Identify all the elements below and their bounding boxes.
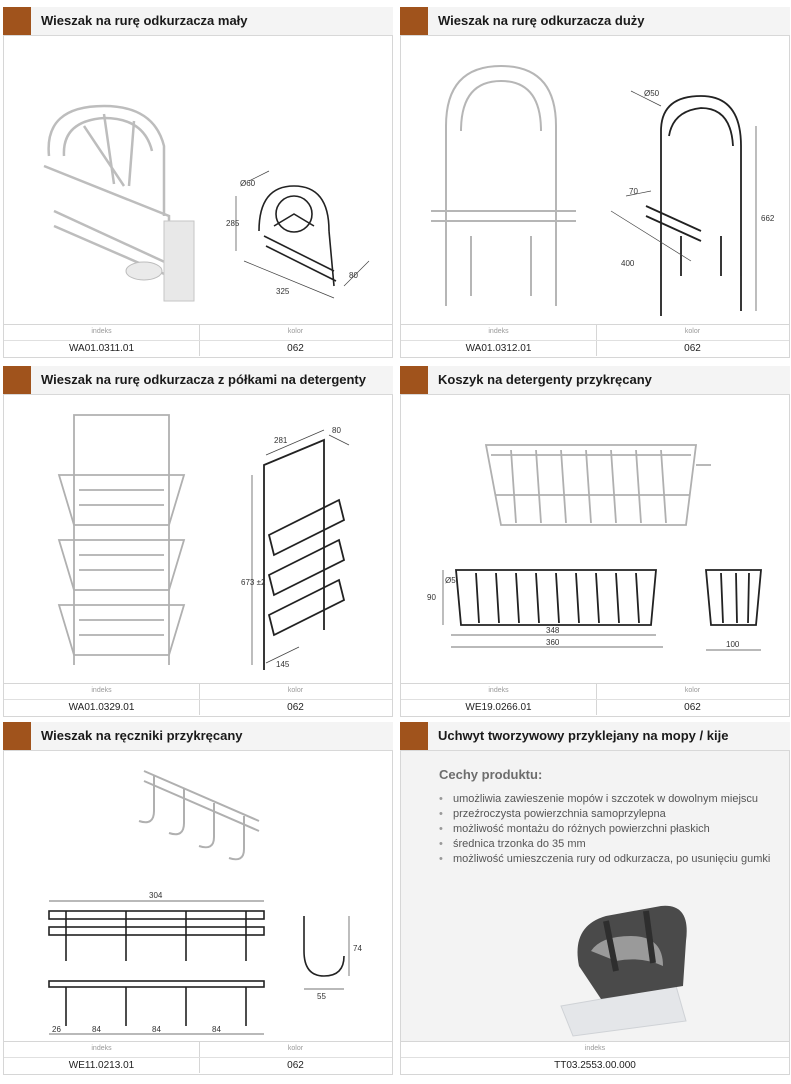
dim-label: Ø60 bbox=[240, 179, 256, 188]
accent-tag bbox=[400, 366, 428, 394]
dim-label: 90 bbox=[427, 593, 436, 602]
dim-label: 673 ±2 bbox=[241, 578, 266, 587]
dim-label: 70 bbox=[629, 187, 638, 196]
product-card-mop-holder: Uchwyt tworzywowy przyklejany na mopy / … bbox=[400, 722, 790, 1075]
dim-label: 400 bbox=[621, 259, 635, 268]
color-value: 062 bbox=[199, 699, 392, 713]
accent-tag bbox=[400, 722, 428, 750]
product-illustration: Ø50 70 400 662 bbox=[400, 36, 790, 325]
dim-label: 80 bbox=[349, 271, 358, 280]
card-header: Wieszak na rurę odkurzacza z półkami na … bbox=[3, 366, 393, 395]
index-label: indeks bbox=[91, 328, 112, 335]
accent-tag bbox=[3, 7, 31, 35]
dim-label: 84 bbox=[152, 1025, 161, 1034]
feature-item: możliwość umieszczenia rury od odkurzacz… bbox=[439, 852, 779, 867]
color-value: 062 bbox=[596, 340, 789, 354]
color-value: 062 bbox=[199, 340, 392, 354]
color-label: kolor bbox=[287, 687, 304, 694]
dim-label: 84 bbox=[92, 1025, 101, 1034]
dim-label: 360 bbox=[546, 638, 560, 647]
features-heading: Cechy produktu: bbox=[439, 767, 543, 782]
product-title: Uchwyt tworzywowy przyklejany na mopy / … bbox=[438, 728, 729, 743]
index-value: TT03.2553.00.000 bbox=[401, 1057, 789, 1071]
dim-label: 80 bbox=[332, 426, 341, 435]
card-header: Koszyk na detergenty przykręcany bbox=[400, 366, 790, 395]
index-value: WA01.0311.01 bbox=[4, 340, 199, 354]
dim-label: Ø5 bbox=[445, 576, 456, 585]
feature-item: przeźroczysta powierzchnia samoprzylepna bbox=[439, 807, 779, 822]
accent-tag bbox=[400, 7, 428, 35]
product-features-panel: Cechy produktu: umożliwia zawieszenie mo… bbox=[400, 751, 790, 1042]
index-label: indeks bbox=[488, 687, 509, 694]
towel-hanger-drawing: 304 74 55 26 84 84 84 bbox=[48, 770, 362, 1035]
card-header: Wieszak na rurę odkurzacza mały bbox=[3, 7, 393, 36]
accent-tag bbox=[3, 366, 31, 394]
dim-label: 100 bbox=[726, 640, 740, 649]
dim-label: 145 bbox=[276, 660, 290, 669]
index-label: indeks bbox=[91, 1045, 112, 1052]
product-card-detergent-basket: Koszyk na detergenty przykręcany 90 Ø5 3… bbox=[400, 366, 790, 717]
dim-label: 74 bbox=[353, 944, 362, 953]
mop-holder-photo bbox=[560, 905, 687, 1037]
product-title: Wieszak na rurę odkurzacza mały bbox=[41, 13, 248, 28]
hanger-small-drawing: Ø60 285 325 80 bbox=[43, 104, 370, 302]
hanger-large-drawing: Ø50 70 400 662 bbox=[431, 64, 775, 316]
product-illustration: Ø60 285 325 80 bbox=[3, 36, 393, 325]
product-card-large-hanger: Wieszak na rurę odkurzacza duży Ø50 70 4… bbox=[400, 7, 790, 358]
dim-label: 26 bbox=[52, 1025, 61, 1034]
feature-item: umożliwia zawieszenie mopów i szczotek w… bbox=[439, 792, 779, 807]
card-header: Uchwyt tworzywowy przyklejany na mopy / … bbox=[400, 722, 790, 751]
index-label: indeks bbox=[584, 1045, 606, 1052]
index-value: WA01.0329.01 bbox=[4, 699, 199, 713]
color-value: 062 bbox=[596, 699, 789, 713]
shelf-hanger-drawing: 281 80 673 ±2 145 bbox=[57, 414, 350, 670]
color-label: kolor bbox=[684, 687, 701, 694]
dim-label: 285 bbox=[226, 219, 240, 228]
feature-list: Cechy produktu: umożliwia zawieszenie mo… bbox=[439, 767, 779, 867]
product-illustration: 304 74 55 26 84 84 84 bbox=[3, 751, 393, 1042]
dim-label: 348 bbox=[546, 626, 560, 635]
dim-label: 325 bbox=[276, 287, 290, 296]
color-value: 062 bbox=[199, 1057, 392, 1071]
product-card-small-hanger: Wieszak na rurę odkurzacza mały bbox=[3, 7, 393, 358]
dim-label: 55 bbox=[317, 992, 326, 1001]
index-value: WA01.0312.01 bbox=[401, 340, 596, 354]
product-title: Koszyk na detergenty przykręcany bbox=[438, 372, 652, 387]
color-label: kolor bbox=[287, 1045, 304, 1052]
index-label: indeks bbox=[91, 687, 112, 694]
index-label: indeks bbox=[488, 328, 509, 335]
basket-drawing: 90 Ø5 348 360 100 bbox=[427, 444, 762, 651]
color-label: kolor bbox=[684, 328, 701, 335]
dim-label: 281 bbox=[274, 436, 288, 445]
card-header: Wieszak na ręczniki przykręcany bbox=[3, 722, 393, 751]
product-title: Wieszak na rurę odkurzacza z półkami na … bbox=[41, 372, 366, 387]
color-label: kolor bbox=[287, 328, 304, 335]
dim-label: 84 bbox=[212, 1025, 221, 1034]
dim-label: 662 bbox=[761, 214, 775, 223]
index-value: WE11.0213.01 bbox=[4, 1057, 199, 1071]
product-title: Wieszak na rurę odkurzacza duży bbox=[438, 13, 645, 28]
index-value: WE19.0266.01 bbox=[401, 699, 596, 713]
dim-label: Ø50 bbox=[644, 89, 660, 98]
card-header: Wieszak na rurę odkurzacza duży bbox=[400, 7, 790, 36]
product-illustration: 281 80 673 ±2 145 bbox=[3, 395, 393, 684]
dim-label: 304 bbox=[149, 891, 163, 900]
product-title: Wieszak na ręczniki przykręcany bbox=[41, 728, 243, 743]
product-card-shelf-hanger: Wieszak na rurę odkurzacza z półkami na … bbox=[3, 366, 393, 717]
feature-item: średnica trzonka do 35 mm bbox=[439, 837, 779, 852]
feature-item: możliwość montażu do różnych powierzchni… bbox=[439, 822, 779, 837]
product-illustration: 90 Ø5 348 360 100 bbox=[400, 395, 790, 684]
product-card-towel-hanger: Wieszak na ręczniki przykręcany 304 74 5… bbox=[3, 722, 393, 1075]
accent-tag bbox=[3, 722, 31, 750]
